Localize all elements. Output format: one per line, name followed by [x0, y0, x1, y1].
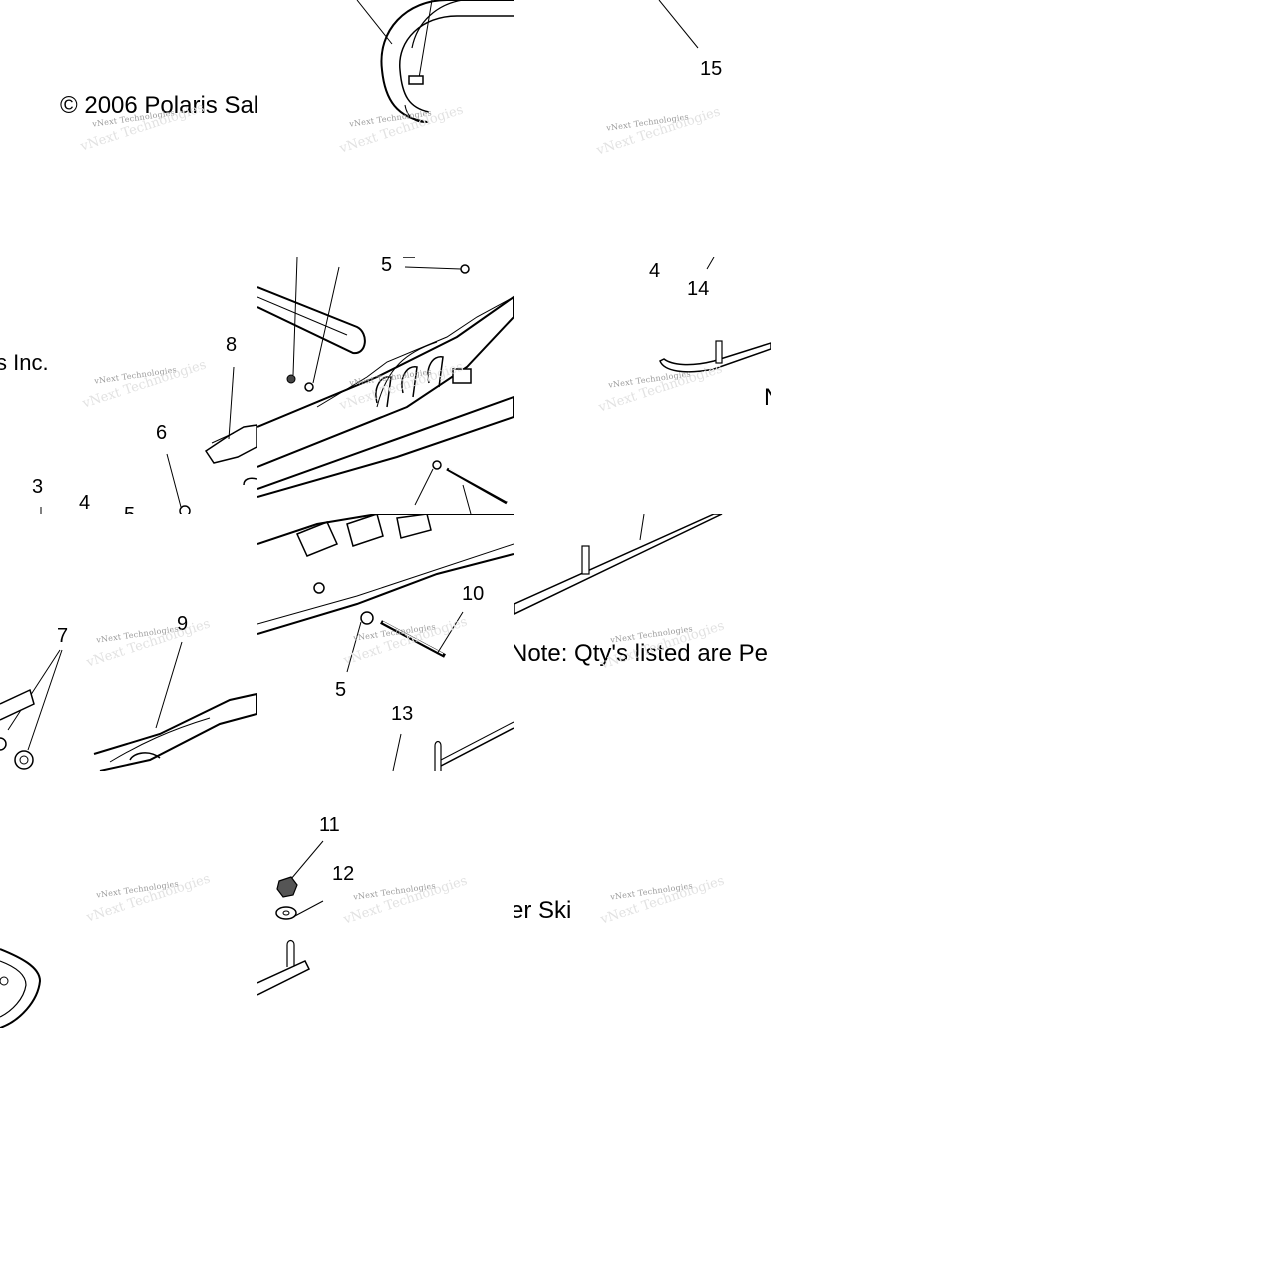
tile-r2-c0: 7 9 vNext Technologies vNext Technologie…: [0, 514, 257, 771]
tile-r0-c2: 15 vNext Technologies vNext Technologies: [514, 0, 771, 257]
callout-14: 14: [687, 278, 710, 300]
copyright-text-right: s Inc.: [0, 350, 49, 375]
tile-r3-c0: vNext Technologies vNext Technologies: [0, 771, 257, 1028]
callout-7: 7: [57, 625, 69, 647]
callout-11: 11: [319, 814, 340, 836]
callout-8: 8: [226, 334, 238, 356]
nut-washer-drawing: [257, 840, 324, 996]
ski-spindle-drawing: [257, 257, 514, 514]
tile-r3-c1: 11 12 vNext Technologies vNext Technolog…: [257, 771, 514, 1028]
callout-13: 13: [391, 703, 414, 725]
ski-runner-left-drawing: [0, 641, 257, 771]
callout-4: 4: [649, 260, 661, 282]
tile-r1-c2: 4 14 N vNext Technologies vNext Technolo…: [514, 257, 771, 514]
ski-tip-loop-drawing: [356, 0, 514, 123]
note-line1: Note: Qty's listed are Pe: [514, 640, 769, 667]
callout-6: 6: [156, 422, 168, 444]
tile-r1-c0: 1 2 s Inc. 8 6 3 4 5 vNext Technologies …: [0, 257, 257, 514]
callout-12: 12: [332, 863, 355, 885]
tile-r0-c0: © 2006 Polaris Sales vNext Technologies …: [0, 0, 257, 257]
callout-10: 10: [462, 583, 485, 605]
bracket-drawing: [40, 366, 257, 514]
carbide-runner-drawing: [659, 257, 771, 373]
note-fragment: N: [764, 385, 771, 411]
tile-r1-c1: 5 vNext Technologies vNext Technologies: [257, 257, 514, 514]
tile-r3-c2: er Ski vNext Technologies vNext Technolo…: [514, 771, 771, 1028]
tile-r2-c2: Note: Qty's listed are Pe vNext Technolo…: [514, 514, 771, 771]
callout-5: 5: [124, 505, 135, 514]
note-line2: er Ski: [514, 897, 572, 924]
callout-15: 15: [700, 58, 723, 80]
runner-bar-drawing: [514, 514, 723, 615]
callout-4: 4: [79, 492, 91, 514]
callout-5: 5: [381, 257, 393, 276]
copyright-text-left: © 2006 Polaris Sales: [60, 92, 257, 119]
ski-body-lower-drawing: [257, 514, 514, 771]
callout-5: 5: [335, 679, 347, 701]
callout-9: 9: [177, 613, 189, 635]
ski-heel-drawing: [0, 948, 42, 1028]
tile-r2-c1: 10 5 13 vNext Technologies vNext Technol…: [257, 514, 514, 771]
callout-3: 3: [32, 476, 44, 498]
tile-r0-c1: vNext Technologies vNext Technologies: [257, 0, 514, 257]
leader-lines: [658, 0, 699, 49]
